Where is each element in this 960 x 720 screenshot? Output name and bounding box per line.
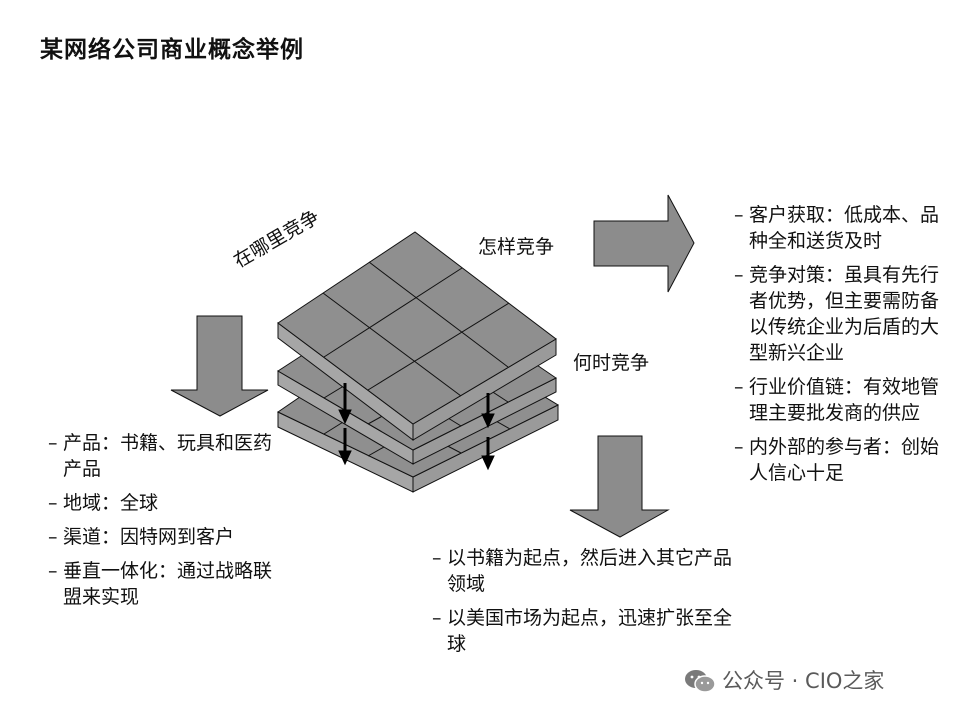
- layer-arrow-1: [338, 383, 352, 425]
- slab-top: [277, 231, 557, 442]
- layer-arrows: [338, 383, 495, 471]
- list-item: 行业价值链：有效地管理主要批发商的供应: [734, 374, 946, 426]
- list-item: 以美国市场为起点，迅速扩张至全球: [432, 605, 732, 657]
- list-item: 以书籍为起点，然后进入其它产品领域: [432, 545, 732, 597]
- arrow-where-down: [170, 315, 269, 417]
- wechat-icon: [685, 670, 716, 693]
- where-list: 产品：书籍、玩具和医药产品 地域：全球 渠道：因特网到客户 垂直一体化：通过战略…: [48, 430, 278, 618]
- layer-arrow-4: [481, 437, 495, 471]
- list-item: 竞争对策：虽具有先行者优势，但主要需防备以传统企业为后盾的大型新兴企业: [734, 262, 946, 366]
- list-item: 垂直一体化：通过战略联盟来实现: [48, 558, 278, 610]
- page-title: 某网络公司商业概念举例: [40, 37, 304, 63]
- label-how-to-compete: 怎样竞争: [478, 236, 555, 258]
- list-item: 渠道：因特网到客户: [48, 524, 278, 550]
- layer-arrow-2: [338, 428, 352, 466]
- list-item: 内外部的参与者：创始人信心十足: [734, 434, 946, 486]
- list-item: 地域：全球: [48, 490, 278, 516]
- arrow-when-down: [569, 435, 670, 538]
- label-when-to-compete: 何时竞争: [573, 352, 650, 374]
- watermark-text: 公众号 · CIO之家: [722, 669, 885, 693]
- layer-arrow-3: [481, 393, 495, 429]
- how-list: 客户获取：低成本、品种全和送货及时 竞争对策：虽具有先行者优势，但主要需防备以传…: [734, 202, 946, 494]
- arrow-how-right: [593, 194, 695, 293]
- list-item: 产品：书籍、玩具和医药产品: [48, 430, 278, 482]
- when-list: 以书籍为起点，然后进入其它产品领域 以美国市场为起点，迅速扩张至全球: [432, 545, 732, 665]
- list-item: 客户获取：低成本、品种全和送货及时: [734, 202, 946, 254]
